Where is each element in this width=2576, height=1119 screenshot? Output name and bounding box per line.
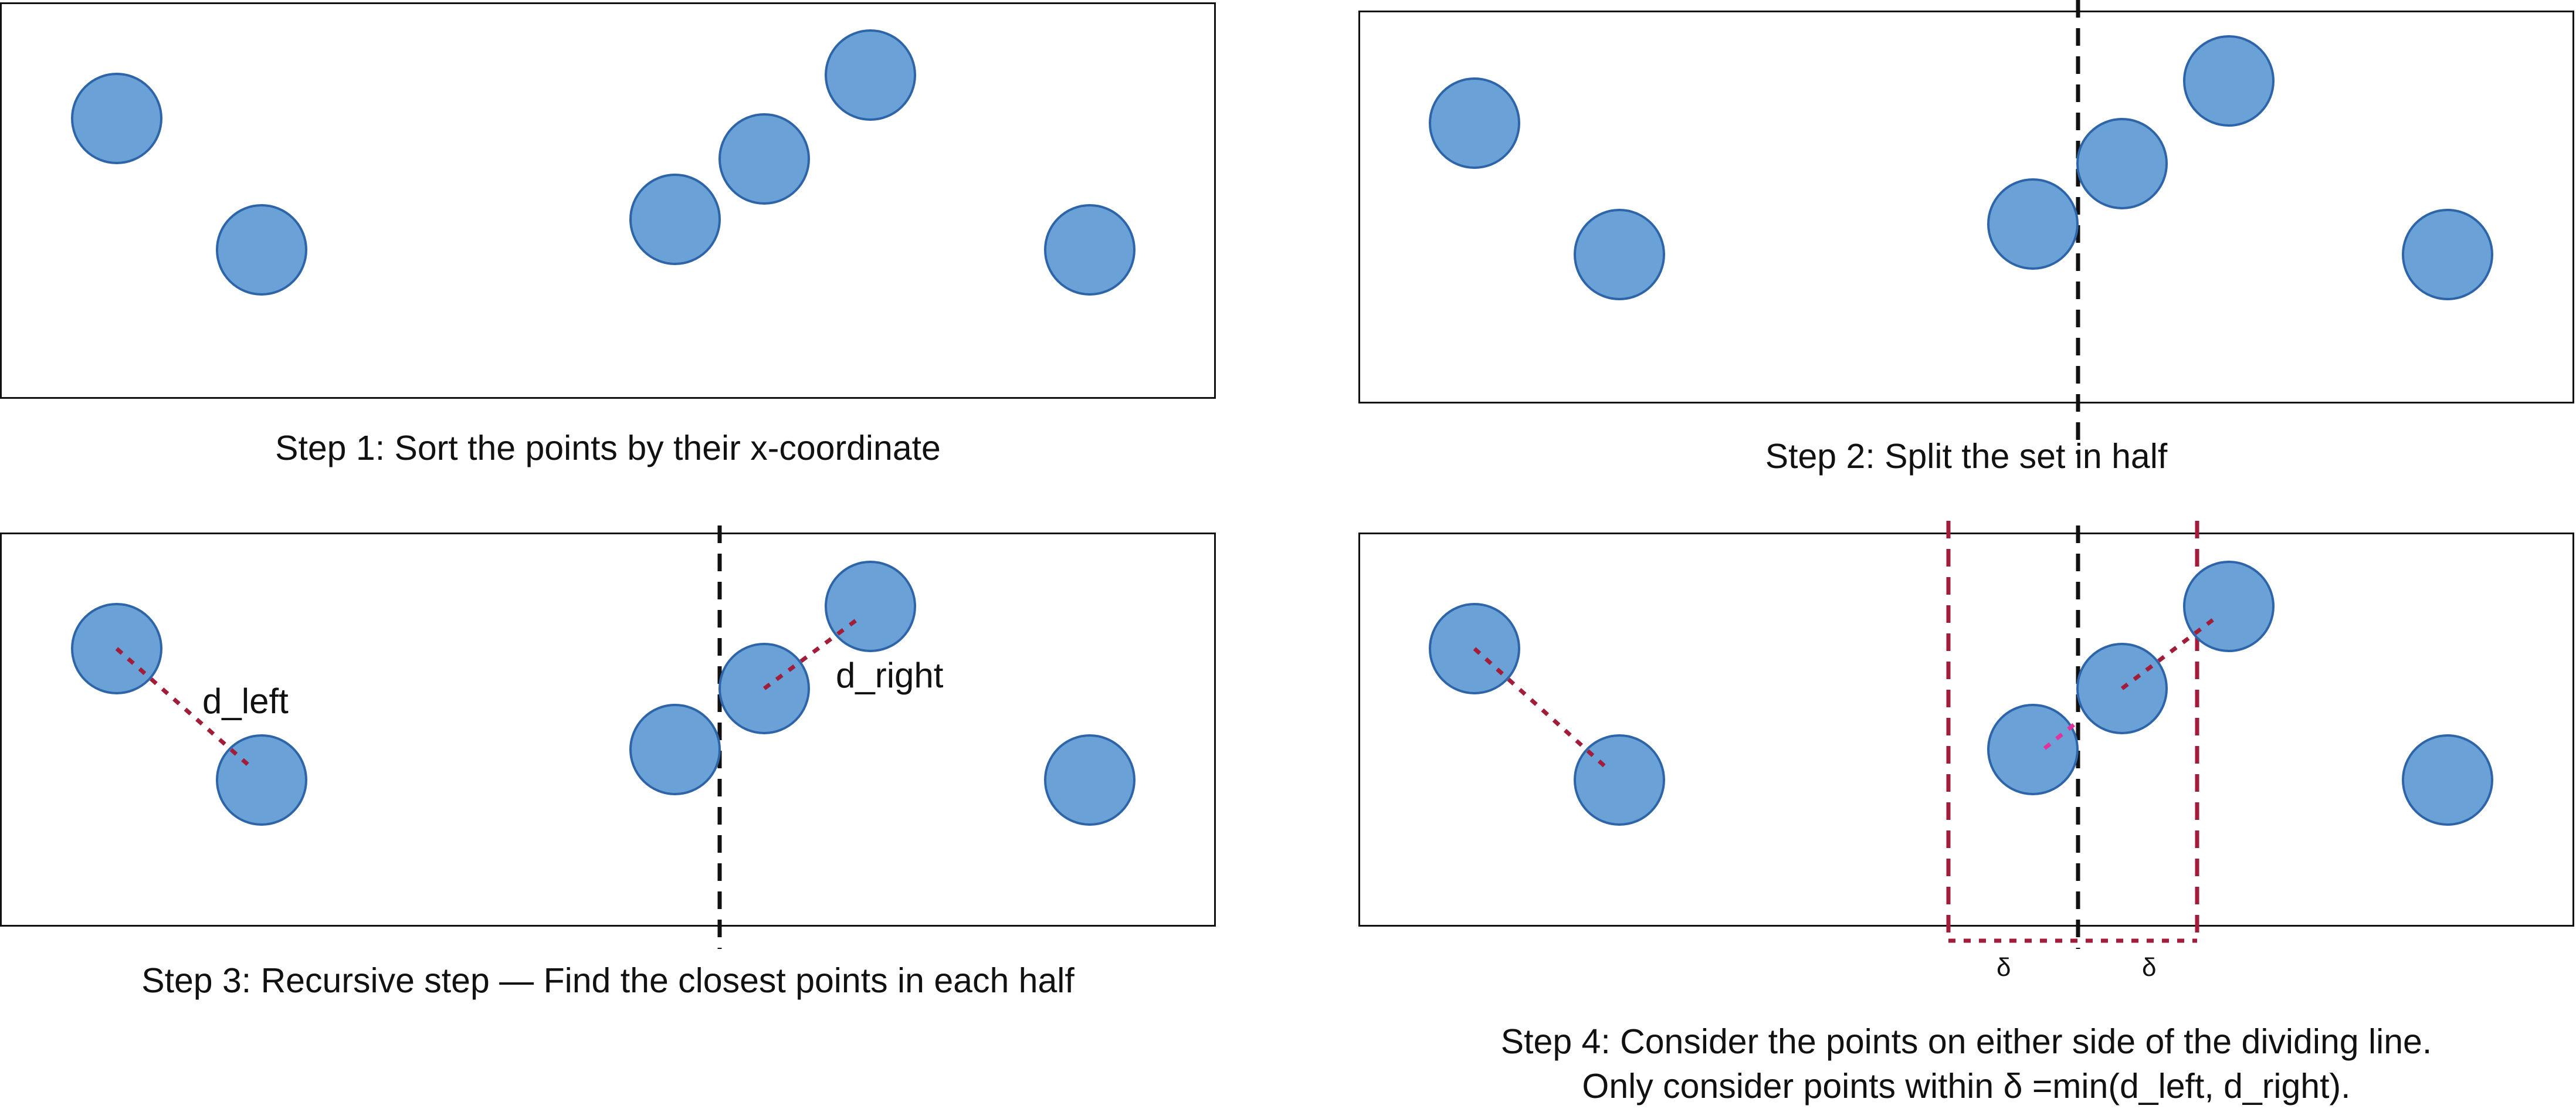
panel-4-points: [1429, 561, 2493, 826]
panel-4-caption-line-1: Step 4: Consider the points on either si…: [1500, 1022, 2432, 1061]
point: [1987, 704, 2079, 795]
point: [825, 29, 916, 121]
point: [1429, 77, 1520, 169]
point: [1044, 734, 1136, 826]
d-left-label: d_left: [202, 681, 289, 721]
d-right-label: d_right: [836, 656, 944, 695]
point: [629, 174, 721, 265]
panel-1-caption: Step 1: Sort the points by their x-coord…: [275, 429, 941, 467]
panel-3-caption: Step 3: Recursive step — Find the closes…: [141, 961, 1075, 1000]
panel-1-frame: [0, 2, 1216, 399]
panel-3-points: [71, 561, 1136, 826]
point: [1987, 178, 2079, 270]
panel-2-frame: [1358, 11, 2574, 403]
point: [825, 561, 916, 652]
panel-4-caption-line-2: Only consider points within δ =min(d_lef…: [1582, 1067, 2351, 1106]
cross-pair-line: [2043, 720, 2080, 750]
point: [2402, 209, 2493, 300]
delta-right-label: δ: [2142, 953, 2157, 982]
point: [216, 734, 307, 826]
point: [629, 704, 721, 795]
point: [71, 73, 162, 164]
d-right-line: [762, 614, 864, 690]
panel-2-caption: Step 2: Split the set in half: [1765, 437, 2168, 476]
point: [718, 113, 810, 205]
d-right-line: [2120, 614, 2220, 690]
point: [2183, 35, 2275, 127]
point: [216, 204, 307, 296]
panel-1-points: [71, 29, 1136, 296]
panel-2-points: [1429, 35, 2493, 300]
delta-left-label: δ: [1997, 953, 2011, 982]
point: [1574, 734, 1665, 826]
point: [2076, 118, 2168, 209]
point: [2402, 734, 2493, 826]
panel-3-frame: [0, 533, 1216, 927]
point: [1044, 204, 1136, 296]
panel-4-frame: [1358, 533, 2574, 927]
point: [2183, 561, 2275, 652]
point: [1574, 209, 1665, 300]
